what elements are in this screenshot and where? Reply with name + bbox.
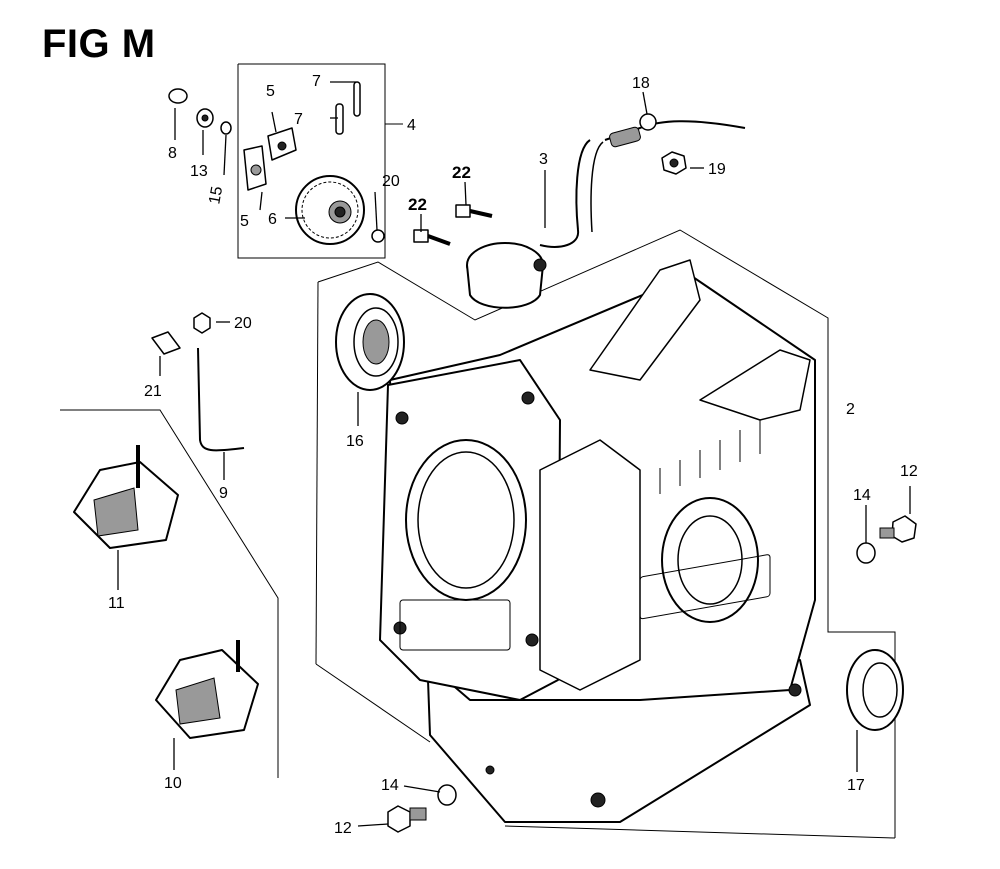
callout-4: 4 [407, 117, 416, 134]
callout-14: 14 [853, 487, 871, 504]
callout-7: 7 [294, 111, 303, 128]
callout-18: 18 [632, 75, 650, 92]
callout-labels: 2 3 4 5 5 6 7 7 8 9 10 11 12 12 13 14 14… [108, 73, 918, 837]
callout-15: 15 [206, 185, 226, 206]
clip [151, 331, 181, 355]
bolt [455, 204, 493, 218]
callout-8: 8 [168, 145, 177, 162]
figure-title: FIG M [42, 22, 156, 66]
oil-pump-group [168, 81, 385, 245]
leader-lines [117, 81, 911, 827]
callout-20: 20 [234, 315, 252, 332]
washer [437, 784, 457, 806]
dowel-pin [353, 81, 361, 117]
bolt-head [168, 88, 188, 104]
drain-bolt [879, 515, 917, 543]
washer [856, 542, 876, 564]
callout-12: 12 [900, 463, 918, 480]
callout-3: 3 [539, 151, 548, 168]
callout-6: 6 [268, 211, 277, 228]
callout-12: 12 [334, 820, 352, 837]
callout-22: 22 [452, 163, 471, 182]
crankcase [379, 259, 816, 823]
oil-pump-gear [295, 175, 365, 245]
callout-10: 10 [164, 775, 182, 792]
callout-5: 5 [240, 213, 249, 230]
nut [193, 312, 211, 334]
callout-11: 11 [108, 595, 125, 612]
callout-17: 17 [847, 777, 865, 794]
callout-22: 22 [408, 195, 427, 214]
callout-21: 21 [144, 383, 162, 400]
bearing [335, 293, 405, 391]
callout-20: 20 [382, 173, 400, 190]
engine-mount [73, 445, 179, 549]
engine-mount [155, 640, 259, 739]
bolt [413, 229, 451, 246]
drain-bolt [387, 805, 427, 833]
o-ring [220, 121, 232, 135]
breather-tube [197, 347, 245, 452]
group-bracket-lines [60, 63, 896, 839]
callout-9: 9 [219, 485, 228, 502]
callout-13: 13 [190, 163, 208, 180]
clip [639, 113, 657, 131]
washer [371, 229, 385, 243]
callout-19: 19 [708, 161, 726, 178]
dowel-pin [335, 103, 344, 135]
callout-7: 7 [312, 73, 321, 90]
breather-tube-assembly [413, 113, 746, 309]
callout-14: 14 [381, 777, 399, 794]
oil-seal [846, 649, 904, 731]
callout-2: 2 [846, 401, 855, 418]
callout-5: 5 [266, 83, 275, 100]
callout-16: 16 [346, 433, 364, 450]
